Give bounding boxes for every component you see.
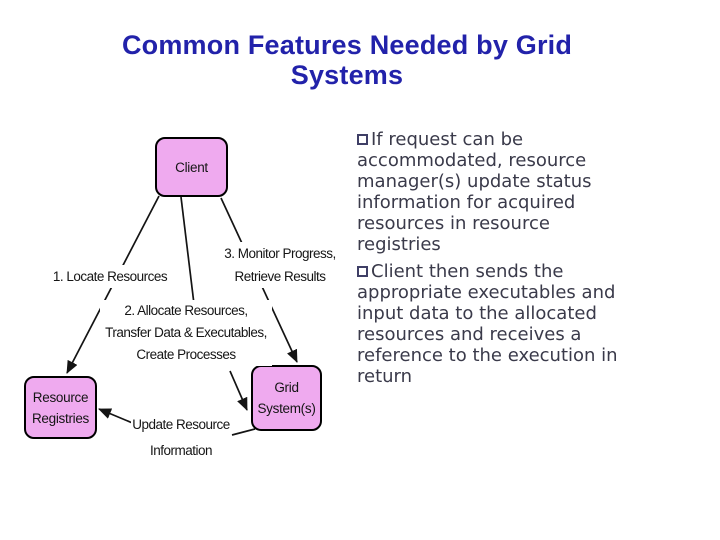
bullet-item: Client then sends the appropriate execut… xyxy=(357,261,662,387)
hollow-square-bullet-icon xyxy=(357,134,368,145)
bullet-text: If request can be accommodated, resource… xyxy=(357,129,592,255)
bullet-item: If request can be accommodated, resource… xyxy=(357,129,662,255)
bullet-text-block: If request can be accommodated, resource… xyxy=(357,129,662,387)
slide-title: Common Features Needed by Grid Systems xyxy=(121,30,573,90)
line-update-right-stub xyxy=(231,428,256,436)
edge-label-allocate-resources: 2. Allocate Resources, Transfer Data & E… xyxy=(100,300,272,366)
edge-label-update-resource: Update Resource Information xyxy=(131,412,231,464)
hollow-square-bullet-icon xyxy=(357,266,368,277)
edge-label-monitor-progress: 3. Monitor Progress, Retrieve Results xyxy=(218,242,342,288)
edge-label-locate-resources: 1. Locate Resources xyxy=(45,265,175,288)
node-client: Client xyxy=(155,137,228,197)
node-resource-registries: Resource Registries xyxy=(24,376,97,439)
arrow-allocate-lower xyxy=(229,370,248,411)
line-allocate-upper xyxy=(180,196,195,305)
bullet-text: Client then sends the appropriate execut… xyxy=(357,261,618,387)
node-grid-systems: Grid System(s) xyxy=(251,365,322,431)
